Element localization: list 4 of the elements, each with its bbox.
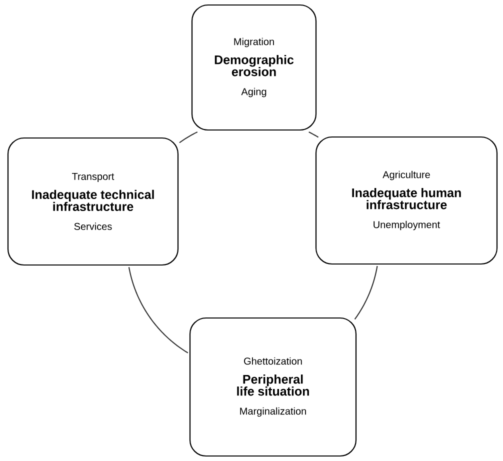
process-box: Transport Inadequate technical infrastructure Services xyxy=(7,137,179,266)
process-box: Migration Demographic erosion Aging xyxy=(191,4,317,131)
process-box: Agriculture Inadequate human infrastructure Unemployment xyxy=(315,136,498,265)
process-box: Ghettoization Peripheral life situation Marginalization xyxy=(189,317,357,457)
